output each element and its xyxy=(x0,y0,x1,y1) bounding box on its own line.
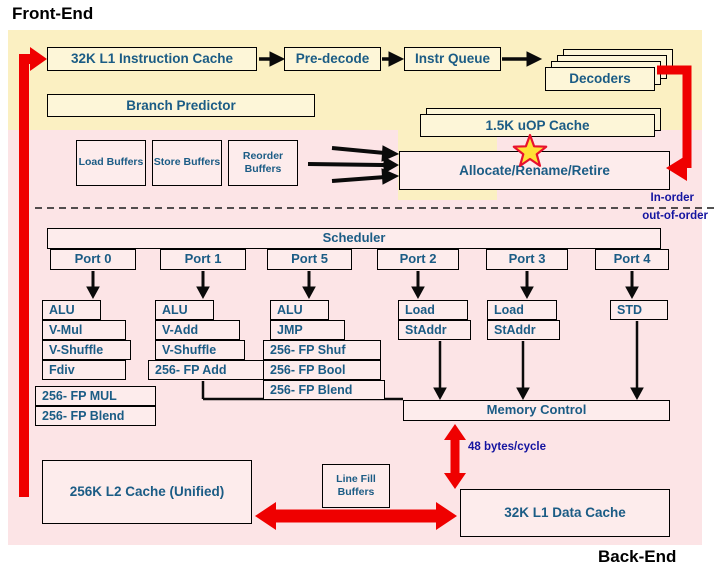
port-2-label: Port 2 xyxy=(399,251,437,267)
l1-instruction-cache-label: 32K L1 Instruction Cache xyxy=(70,51,234,67)
unit-label: StAddr xyxy=(405,322,447,337)
port-0-box: Port 0 xyxy=(50,249,136,270)
l2-cache-box: 256K L2 Cache (Unified) xyxy=(42,460,252,524)
unit-label: Fdiv xyxy=(49,362,75,377)
unit-port5-fpbool: 256- FP Bool xyxy=(263,360,381,380)
unit-label: V-Mul xyxy=(49,322,83,337)
unit-label: 256- FP MUL xyxy=(42,388,117,403)
memory-control-box: Memory Control xyxy=(403,400,670,421)
unit-label: Load xyxy=(494,302,524,317)
port-3-box: Port 3 xyxy=(486,249,568,270)
port-3-label: Port 3 xyxy=(508,251,546,267)
unit-port2-load: Load xyxy=(398,300,468,320)
port-4-label: Port 4 xyxy=(613,251,651,267)
reorder-buffers-label: Reorder Buffers xyxy=(242,149,284,175)
unit-label: V-Shuffle xyxy=(162,342,217,357)
unit-port3-load: Load xyxy=(487,300,557,320)
branch-predictor-label: Branch Predictor xyxy=(126,97,236,113)
reorder-buffers-box: Reorder Buffers xyxy=(228,140,298,186)
allocate-rename-retire-label: Allocate/Rename/Retire xyxy=(459,162,610,178)
unit-port0-vshuffle: V-Shuffle xyxy=(42,340,131,360)
unit-port5-fpblend: 256- FP Blend xyxy=(263,380,385,400)
port-1-label: Port 1 xyxy=(184,251,222,267)
line-fill-buffers-label: Line Fill Buffers xyxy=(336,472,376,498)
unit-port4-std: STD xyxy=(610,300,668,320)
port-2-box: Port 2 xyxy=(377,249,459,270)
unit-port1-vshuffle: V-Shuffle xyxy=(155,340,245,360)
allocate-rename-retire-box: Allocate/Rename/Retire xyxy=(399,151,670,190)
unit-port5-fpshuf: 256- FP Shuf xyxy=(263,340,381,360)
branch-predictor-box: Branch Predictor xyxy=(47,94,315,117)
unit-label: StAddr xyxy=(494,322,536,337)
unit-label: 256- FP Add xyxy=(155,362,227,377)
uop-cache-box: 1.5K uOP Cache xyxy=(420,114,655,137)
line-fill-buffers-box: Line Fill Buffers xyxy=(322,464,390,508)
unit-port0-alu: ALU xyxy=(42,300,101,320)
store-buffers-box: Store Buffers xyxy=(152,140,222,186)
port-5-label: Port 5 xyxy=(291,251,328,267)
l1-data-cache-label: 32K L1 Data Cache xyxy=(504,505,626,521)
pre-decode-box: Pre-decode xyxy=(284,47,381,71)
load-buffers-box: Load Buffers xyxy=(76,140,146,186)
bandwidth-label: 48 bytes/cycle xyxy=(468,441,547,453)
scheduler-label: Scheduler xyxy=(322,230,386,246)
unit-label: V-Add xyxy=(162,322,199,337)
unit-port2-staddr: StAddr xyxy=(398,320,471,340)
scheduler-box: Scheduler xyxy=(47,228,661,249)
unit-port1-vadd: V-Add xyxy=(155,320,240,340)
unit-label: ALU xyxy=(277,302,303,317)
l1-instruction-cache-box: 32K L1 Instruction Cache xyxy=(47,47,257,71)
unit-label: 256- FP Bool xyxy=(270,362,346,377)
back-end-title: Back-End xyxy=(598,547,677,566)
instr-queue-label: Instr Queue xyxy=(414,51,490,67)
unit-label: V-Shuffle xyxy=(49,342,104,357)
unit-port1-alu: ALU xyxy=(155,300,214,320)
store-buffers-label: Store Buffers xyxy=(153,156,221,169)
port-0-label: Port 0 xyxy=(74,251,112,267)
decoders-label: Decoders xyxy=(569,71,631,87)
uop-cache-label: 1.5K uOP Cache xyxy=(485,117,590,133)
unit-label: STD xyxy=(617,302,642,317)
unit-port0-fpmul: 256- FP MUL xyxy=(35,386,156,406)
unit-port0-fdiv: Fdiv xyxy=(42,360,126,380)
unit-label: ALU xyxy=(162,302,188,317)
l1-data-cache-box: 32K L1 Data Cache xyxy=(460,489,670,537)
memory-control-label: Memory Control xyxy=(486,402,587,418)
unit-port3-staddr: StAddr xyxy=(487,320,560,340)
pre-decode-label: Pre-decode xyxy=(295,51,370,67)
unit-label: 256- FP Shuf xyxy=(270,342,346,357)
port-1-box: Port 1 xyxy=(160,249,246,270)
port-4-box: Port 4 xyxy=(595,249,669,270)
unit-port0-fpblend: 256- FP Blend xyxy=(35,406,156,426)
instr-queue-box: Instr Queue xyxy=(404,47,501,71)
unit-port1-fpadd: 256- FP Add xyxy=(148,360,269,380)
port-5-box: Port 5 xyxy=(267,249,352,270)
unit-port5-alu: ALU xyxy=(270,300,329,320)
unit-port0-vmul: V-Mul xyxy=(42,320,126,340)
load-buffers-label: Load Buffers xyxy=(78,156,144,169)
l2-cache-label: 256K L2 Cache (Unified) xyxy=(69,484,225,500)
unit-label: Load xyxy=(405,302,435,317)
out-of-order-label: out-of-order xyxy=(642,210,708,222)
in-order-label: In-order xyxy=(650,192,694,204)
decoders-box: Decoders xyxy=(545,67,655,91)
unit-label: 256- FP Blend xyxy=(270,382,353,397)
front-end-title: Front-End xyxy=(12,4,94,23)
unit-label: ALU xyxy=(49,302,75,317)
unit-label: 256- FP Blend xyxy=(42,408,125,423)
unit-label: JMP xyxy=(277,322,303,337)
unit-port5-jmp: JMP xyxy=(270,320,345,340)
